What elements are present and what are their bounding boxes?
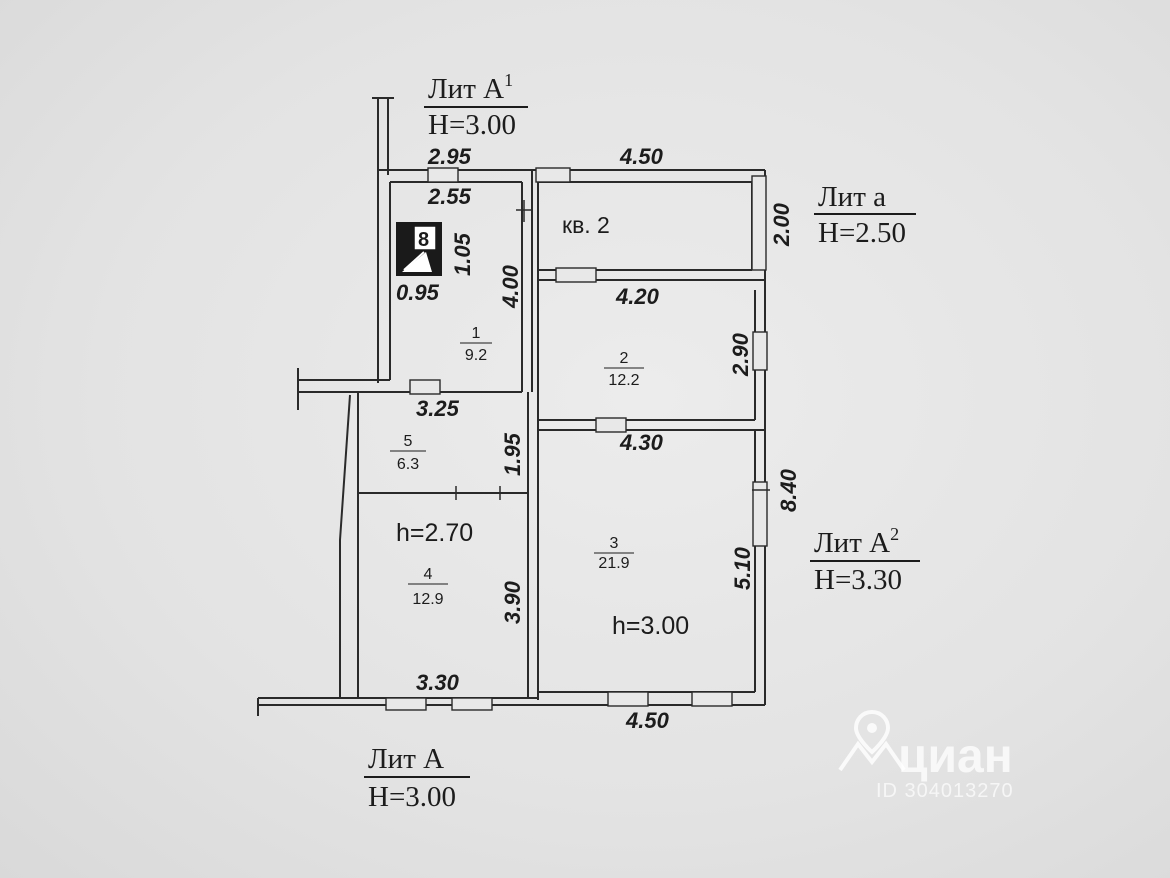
- dim-room2-w: 4.20: [615, 284, 660, 309]
- room-area: 12.9: [412, 591, 443, 608]
- room-3: 3 21.9: [594, 535, 634, 572]
- lit-a-small-height: H=2.50: [818, 217, 906, 249]
- dim-room5-h: 1.95: [500, 432, 525, 476]
- room-5: 5 6.3: [390, 433, 426, 473]
- svg-text:Лит А2: Лит А2: [814, 524, 899, 559]
- lit-a1-height: H=3.00: [428, 109, 516, 141]
- lit-a1-name: Лит А: [428, 73, 504, 105]
- svg-text:Лит А1: Лит А1: [428, 70, 513, 105]
- dim-top-left: 2.95: [427, 144, 472, 169]
- watermark-id: ID 304013270: [876, 780, 1014, 802]
- dim-room1-h: 4.00: [498, 264, 523, 309]
- windows: [385, 167, 770, 711]
- room-number: 2: [620, 350, 629, 367]
- room-4: 4 12.9: [408, 566, 448, 608]
- dim-room4-h: 3.90: [500, 580, 525, 624]
- lit-a2-height: H=3.30: [814, 564, 902, 596]
- room-number: 5: [404, 433, 413, 450]
- room-area: 6.3: [397, 456, 419, 473]
- dim-veranda-h: 2.00: [769, 202, 794, 247]
- dim-stair-h: 1.05: [450, 232, 475, 276]
- room-2: 2 12.2: [604, 350, 644, 389]
- lit-a1-sup: 1: [504, 70, 513, 90]
- lit-a-height: H=3.00: [368, 781, 456, 813]
- room-number: 1: [472, 325, 481, 342]
- lit-a-small-name: Лит а: [818, 181, 886, 213]
- lit-a-small-label: Лит а H=2.50: [814, 181, 916, 249]
- dim-inner-left: 2.55: [427, 184, 472, 209]
- dim-room4-w: 3.30: [416, 670, 460, 695]
- room-area: 9.2: [465, 347, 487, 364]
- lit-a1-label: Лит А1 H=3.00: [424, 70, 528, 141]
- ceiling-note-room4: h=2.70: [396, 519, 473, 547]
- dim-total-h: 8.40: [776, 468, 801, 512]
- room-number: 4: [424, 566, 433, 583]
- lit-a-name: Лит А: [368, 743, 444, 775]
- room-1: 1 9.2: [460, 325, 492, 364]
- room-area: 12.2: [608, 372, 639, 389]
- room-area: 21.9: [598, 555, 629, 572]
- ceiling-note-room3: h=3.00: [612, 612, 689, 640]
- watermark-brand: циан: [898, 730, 1013, 783]
- dim-stair-w: 0.95: [396, 280, 440, 305]
- dim-room3-w: 4.30: [619, 430, 664, 455]
- dim-top-right: 4.50: [619, 144, 664, 169]
- dim-room3-h: 5.10: [730, 546, 755, 590]
- lit-a-label: Лит А H=3.00: [364, 743, 470, 813]
- lit-a2-label: Лит А2 H=3.30: [810, 524, 920, 596]
- watermark: циан ID 304013270: [838, 709, 1014, 802]
- location-pin-icon: [838, 709, 906, 772]
- dim-room2-h: 2.90: [728, 332, 753, 377]
- room-number: 3: [610, 535, 619, 552]
- lit-a2-name: Лит А: [814, 527, 890, 559]
- stair-icon: 8: [396, 222, 442, 276]
- dim-room5-w: 3.25: [416, 396, 460, 421]
- stair-number: 8: [418, 229, 429, 251]
- apartment-label: кв. 2: [562, 212, 610, 238]
- dim-bottom-w: 4.50: [625, 708, 670, 733]
- lit-a2-sup: 2: [890, 524, 899, 544]
